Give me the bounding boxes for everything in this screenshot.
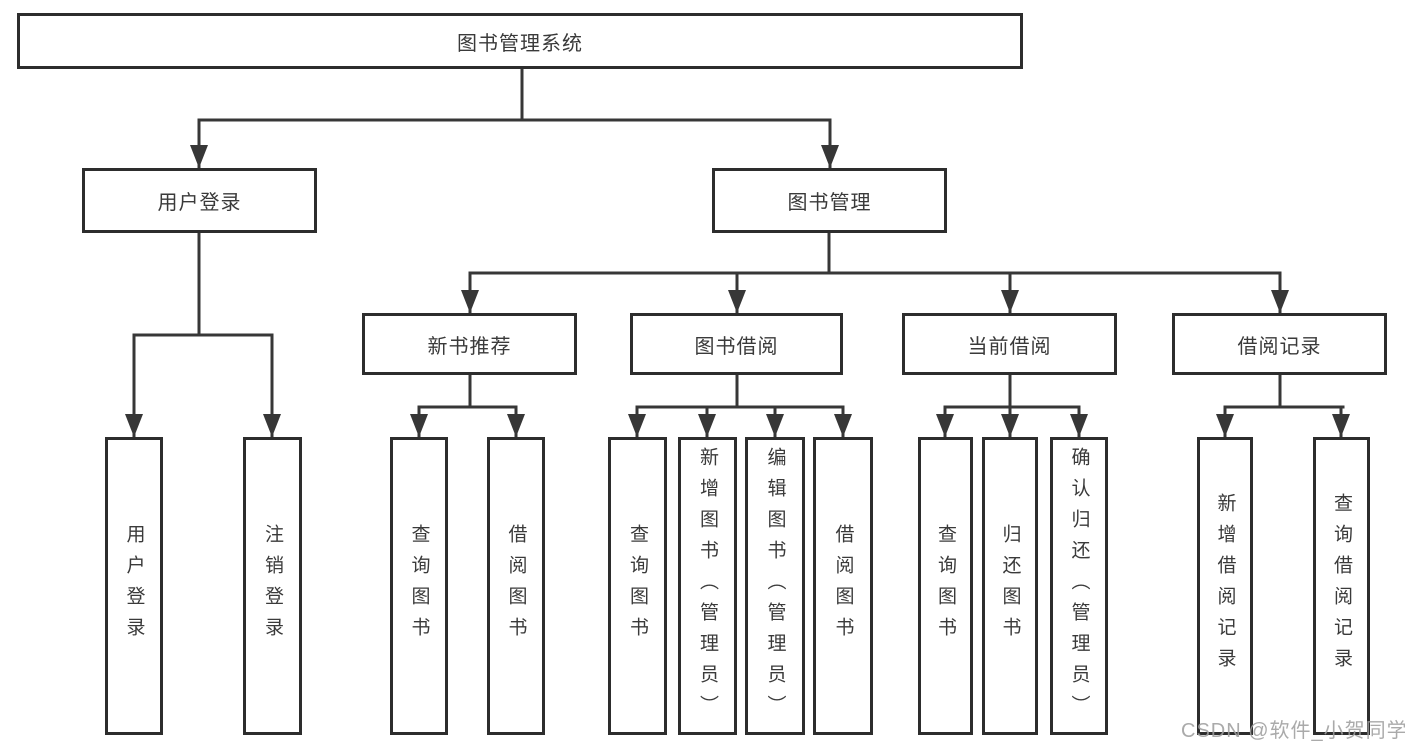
leaf-logout-login: 注销登录 <box>243 437 302 735</box>
node-label: 用户登录 <box>157 192 242 214</box>
leaf-add-books-admin: 新增图书（管理员） <box>678 437 737 735</box>
node-new-book-recommend: 新书推荐 <box>362 313 577 375</box>
node-label: 借阅记录 <box>1237 335 1322 358</box>
leaf-edit-books-admin: 编辑图书（管理员） <box>745 437 805 735</box>
node-book-management: 图书管理 <box>712 168 947 233</box>
node-label: 图书管理 <box>787 192 872 214</box>
node-label: 新书推荐 <box>427 335 512 358</box>
leaf-borrow-books-borrowing: 借阅图书 <box>813 437 873 735</box>
leaf-confirm-return-admin: 确认归还（管理员） <box>1050 437 1108 735</box>
node-book-borrowing: 图书借阅 <box>630 313 843 375</box>
node-label: 当前借阅 <box>967 335 1052 358</box>
node-label: 注销登录 <box>262 524 283 648</box>
node-label: 借阅图书 <box>832 524 854 648</box>
node-label: 归还图书 <box>999 524 1021 648</box>
node-label: 图书管理系统 <box>457 32 583 55</box>
node-label: 查询图书 <box>935 524 956 648</box>
node-label: 用户登录 <box>123 524 145 648</box>
leaf-return-books: 归还图书 <box>982 437 1038 735</box>
node-label: 确认归还（管理员） <box>1068 446 1090 726</box>
node-borrowing-records: 借阅记录 <box>1172 313 1387 375</box>
node-label: 图书借阅 <box>694 335 779 358</box>
leaf-add-borrowing-record: 新增借阅记录 <box>1197 437 1253 735</box>
csdn-watermark: CSDN @软件_小贺同学 <box>1181 720 1405 742</box>
leaf-query-books-borrowing: 查询图书 <box>608 437 667 735</box>
node-label: 借阅图书 <box>505 524 527 648</box>
node-library-system: 图书管理系统 <box>17 13 1023 69</box>
node-current-borrowing: 当前借阅 <box>902 313 1117 375</box>
leaf-user-login: 用户登录 <box>105 437 163 735</box>
node-user-login: 用户登录 <box>82 168 317 233</box>
leaf-query-borrowing-record: 查询借阅记录 <box>1313 437 1370 735</box>
node-label: 查询图书 <box>627 524 648 648</box>
node-label: 查询图书 <box>408 524 430 648</box>
leaf-query-books-current: 查询图书 <box>918 437 973 735</box>
node-label: 编辑图书（管理员） <box>764 446 786 726</box>
leaf-borrow-books-recommend: 借阅图书 <box>487 437 545 735</box>
leaf-query-books-recommend: 查询图书 <box>390 437 448 735</box>
node-label: 新增图书（管理员） <box>697 446 718 726</box>
node-label: 查询借阅记录 <box>1331 493 1352 679</box>
node-label: 新增借阅记录 <box>1214 493 1236 679</box>
